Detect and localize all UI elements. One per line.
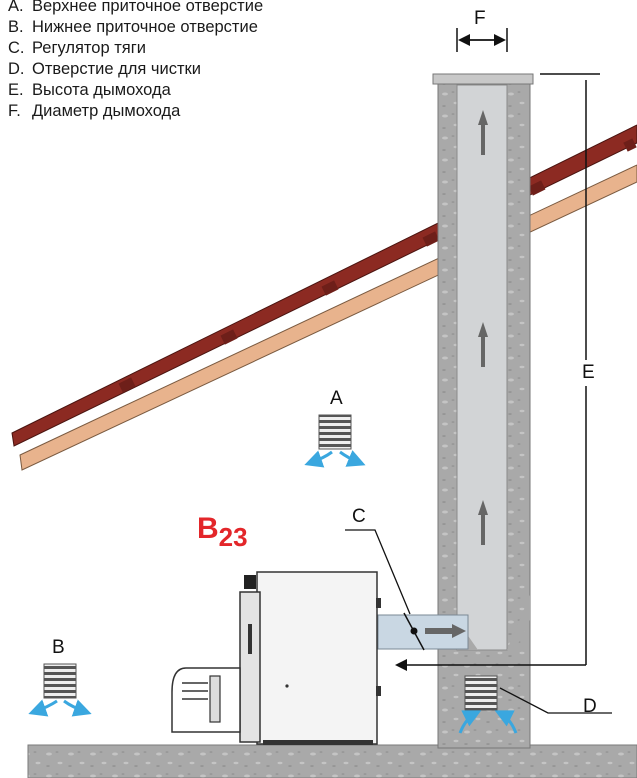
label-f: F bbox=[474, 8, 486, 29]
flue-flow-arrow bbox=[425, 624, 466, 638]
damper-pivot bbox=[410, 627, 418, 635]
leader-lines bbox=[345, 529, 612, 714]
upper-vent bbox=[304, 414, 366, 468]
flow-arrow bbox=[478, 322, 488, 367]
label-a: A bbox=[330, 388, 343, 409]
legend-item-b: B.Нижнее приточное отверстие bbox=[8, 18, 258, 36]
floor-slab bbox=[27, 744, 637, 778]
label-c: C bbox=[352, 506, 366, 527]
legend-item-d: D.Отверстие для чистки bbox=[8, 60, 201, 78]
label-d: D bbox=[583, 696, 597, 717]
legend-item-c: C.Регулятор тяги bbox=[8, 39, 146, 57]
legend-item-e: E.Высота дымохода bbox=[8, 81, 171, 99]
label-e: E bbox=[582, 360, 595, 386]
installation-type-code: B23 bbox=[197, 512, 248, 552]
legend-item-a: A.Верхнее приточное отверстие bbox=[8, 0, 264, 15]
lower-vent bbox=[28, 663, 92, 717]
legend-item-f: F.Диаметр дымохода bbox=[8, 102, 181, 120]
flow-arrow bbox=[478, 500, 488, 545]
diameter-dimension bbox=[456, 28, 508, 52]
flow-arrow bbox=[478, 110, 488, 155]
cleaning-opening bbox=[458, 675, 518, 734]
label-b: B bbox=[52, 637, 65, 658]
legend: A.Верхнее приточное отверстие B.Нижнее п… bbox=[8, 0, 263, 122]
boiler bbox=[171, 571, 381, 745]
